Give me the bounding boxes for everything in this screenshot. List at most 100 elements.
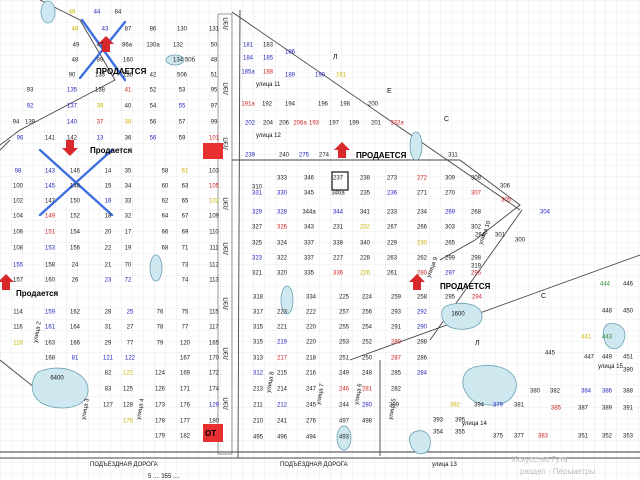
plot-number[interactable]: 31: [105, 325, 112, 331]
plot-number[interactable]: 258: [417, 295, 428, 301]
plot-number[interactable]: 173: [155, 403, 166, 409]
plot-number[interactable]: 189: [285, 73, 296, 79]
plot-number[interactable]: 126: [155, 387, 166, 393]
plot-number[interactable]: 52: [150, 88, 157, 94]
plot-number[interactable]: 312: [253, 371, 264, 377]
plot-number[interactable]: 175: [123, 419, 134, 425]
plot-number[interactable]: 450: [623, 309, 634, 315]
plot-number[interactable]: 241: [277, 419, 288, 425]
plot-number[interactable]: 304: [540, 210, 551, 216]
plot-number[interactable]: 188: [263, 70, 274, 76]
plot-number[interactable]: 164: [70, 325, 81, 331]
plot-number[interactable]: 222: [306, 310, 317, 316]
plot-number[interactable]: 159: [45, 310, 56, 316]
plot-number[interactable]: 171: [180, 387, 191, 393]
plot-number[interactable]: 170: [209, 356, 220, 362]
plot-number[interactable]: 72: [125, 278, 132, 284]
plot-number[interactable]: 113: [209, 278, 219, 284]
plot-number[interactable]: 191: [336, 73, 347, 79]
plot-number[interactable]: 112: [209, 263, 219, 269]
plot-number[interactable]: 161: [45, 325, 56, 331]
plot-number[interactable]: 336: [333, 271, 344, 277]
plot-number[interactable]: 267: [387, 225, 398, 231]
plot-number[interactable]: 282: [391, 387, 402, 393]
plot-number[interactable]: 58: [162, 169, 169, 175]
plot-number[interactable]: 338: [333, 241, 344, 247]
plot-number[interactable]: 322: [277, 256, 288, 262]
plot-number[interactable]: 285: [391, 371, 402, 377]
plot-number[interactable]: 233: [387, 210, 398, 216]
plot-number[interactable]: 148: [70, 184, 81, 190]
plot-number[interactable]: 152: [70, 214, 81, 220]
plot-number[interactable]: 221: [277, 325, 288, 331]
plot-number[interactable]: 95: [211, 88, 218, 94]
plot-number[interactable]: 93: [27, 88, 34, 94]
plot-number[interactable]: 252: [362, 340, 373, 346]
plot-number[interactable]: 29: [105, 341, 112, 347]
plot-number[interactable]: 130: [177, 27, 188, 33]
plot-number[interactable]: 218: [306, 356, 317, 362]
plot-number[interactable]: 325: [252, 241, 263, 247]
plot-number[interactable]: 86: [150, 27, 157, 33]
plot-number[interactable]: 298: [471, 256, 482, 262]
plot-number[interactable]: 315: [253, 325, 264, 331]
plot-number[interactable]: 340: [360, 241, 371, 247]
plot-number[interactable]: 355: [455, 430, 466, 436]
plot-number[interactable]: 246: [339, 387, 350, 393]
selected-plot-274[interactable]: [331, 171, 349, 191]
plot-number[interactable]: 127: [103, 403, 114, 409]
plot-number[interactable]: 216: [306, 371, 317, 377]
plot-number[interactable]: 271: [417, 191, 428, 197]
plot-number[interactable]: 143: [45, 169, 56, 175]
plot-number[interactable]: 40: [125, 104, 132, 110]
plot-number[interactable]: 169: [180, 371, 191, 377]
plot-number[interactable]: 125: [123, 387, 134, 393]
plot-number[interactable]: 33: [125, 199, 132, 205]
plot-number[interactable]: 259: [391, 295, 402, 301]
plot-number[interactable]: 337: [304, 256, 315, 262]
plot-number[interactable]: 231: [333, 225, 344, 231]
plot-number[interactable]: 330: [277, 191, 288, 197]
plot-number[interactable]: 323: [252, 256, 263, 262]
plot-number[interactable]: 291: [391, 325, 402, 331]
plot-number[interactable]: 393: [433, 418, 444, 424]
plot-number[interactable]: 75: [182, 310, 189, 316]
plot-number[interactable]: 268: [471, 210, 482, 216]
plot-number[interactable]: 64: [162, 214, 169, 220]
plot-number[interactable]: 266: [417, 225, 428, 231]
plot-number[interactable]: 51: [211, 73, 218, 79]
plot-number[interactable]: 16: [105, 199, 112, 205]
plot-number[interactable]: 256: [362, 310, 373, 316]
plot-number[interactable]: 106: [13, 230, 24, 236]
plot-number[interactable]: 117: [209, 325, 219, 331]
plot-number[interactable]: 24: [72, 263, 79, 269]
plot-number[interactable]: 202: [245, 121, 256, 127]
plot-number[interactable]: 319: [471, 264, 482, 270]
plot-number[interactable]: 83: [105, 387, 112, 393]
plot-number[interactable]: 168: [45, 356, 56, 362]
plot-number[interactable]: 105: [209, 184, 220, 190]
plot-number[interactable]: 335: [304, 271, 315, 277]
plot-number[interactable]: 104: [13, 214, 24, 220]
plot-number[interactable]: 185: [263, 56, 274, 62]
plot-number[interactable]: 69: [182, 230, 189, 236]
plot-number[interactable]: 193: [309, 121, 320, 127]
plot-number[interactable]: 87: [125, 27, 132, 33]
plot-number[interactable]: 100: [13, 184, 24, 190]
plot-number[interactable]: 200: [368, 102, 379, 108]
plot-number[interactable]: 108: [13, 246, 24, 252]
plot-number[interactable]: 206: [279, 121, 290, 127]
plot-number[interactable]: 391: [623, 406, 634, 412]
plot-number[interactable]: 70: [125, 263, 132, 269]
plot-number[interactable]: 92: [27, 104, 34, 110]
plot-number[interactable]: 35: [125, 169, 132, 175]
plot-number[interactable]: 192: [262, 102, 273, 108]
plot-number[interactable]: 84: [115, 10, 122, 16]
plot-number[interactable]: 21: [105, 263, 112, 269]
plot-number[interactable]: 327: [252, 225, 263, 231]
plot-number[interactable]: 194: [285, 102, 296, 108]
plot-number[interactable]: 446: [623, 282, 634, 288]
plot-number[interactable]: 102: [209, 199, 220, 205]
plot-number[interactable]: 226: [360, 271, 371, 277]
plot-number[interactable]: 62: [162, 199, 169, 205]
